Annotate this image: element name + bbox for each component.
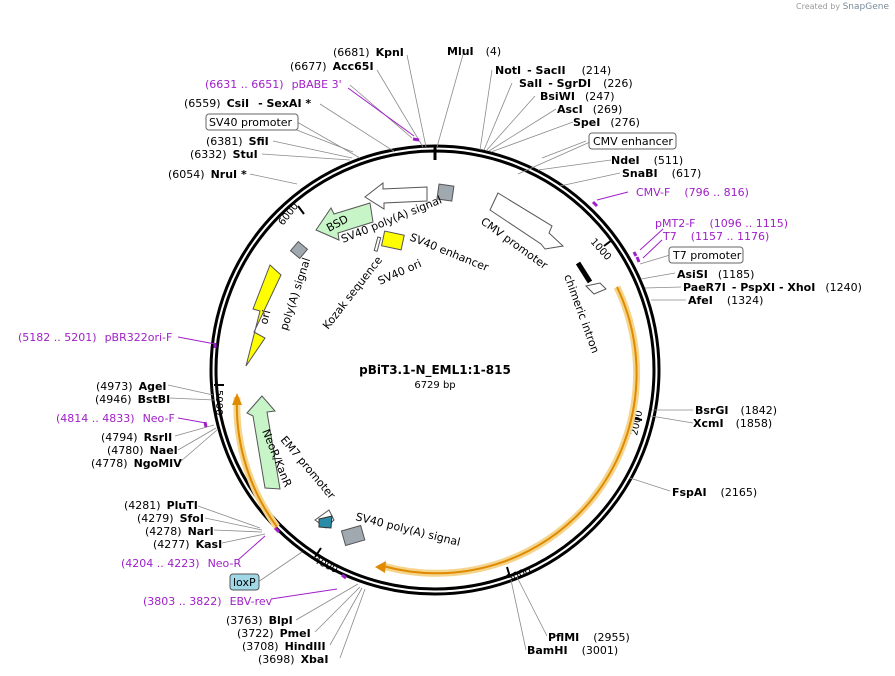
- snapgene-logo-text: SnapGene: [842, 2, 889, 12]
- sv40-polya-bottom-label: SV40 poly(A) signal: [354, 510, 461, 549]
- site-nari: (4278)NarI: [145, 525, 214, 538]
- site-bsrgi: BsrGI(1842): [695, 404, 777, 417]
- site-sali: SalI- SgrDI(226): [519, 77, 633, 90]
- site-xbai: (3698)XbaI: [258, 653, 328, 666]
- t7-promoter-box: [668, 246, 744, 264]
- site-asci: AscI(269): [557, 103, 622, 116]
- site-hindiii: (3708)HindIII: [242, 640, 326, 653]
- kozak-mark: [373, 236, 382, 252]
- site-xcmi: XcmI(1858): [693, 417, 772, 430]
- site-nrui: (6054)NruI *: [168, 168, 247, 181]
- sv40-promoter-label: SV40 promoter: [209, 116, 293, 129]
- grey-feature-top: [436, 183, 455, 202]
- neor-marker-arrow: [246, 395, 281, 490]
- chimeric-intron-mark: [575, 261, 593, 284]
- site-ndei: NdeI(511): [611, 154, 683, 167]
- site-kasi: (4277)KasI: [153, 538, 222, 551]
- primer-neo-f: (4814 .. 4833)Neo-F: [56, 412, 175, 425]
- site-asisi: AsiSI(1185): [677, 268, 754, 281]
- primer-marks: [203, 137, 641, 580]
- site-paer7i: PaeR7I- PspXI - XhoI(1240): [683, 281, 862, 294]
- sv40-polya-top-arrow: [364, 181, 428, 210]
- site-bsiwi: BsiWI(247): [540, 90, 615, 103]
- backbone-outer: [209, 144, 661, 596]
- primer-pbr322ori-f: (5182 .. 5201)pBR322ori-F: [18, 331, 172, 344]
- site-pflmi: PflMI(2955): [548, 631, 630, 644]
- plasmid-name: pBiT3.1-N_EML1:1-815: [359, 363, 511, 378]
- site-sfoi: (4279)SfoI: [137, 512, 204, 525]
- t7-promoter-label: T7 promoter: [672, 249, 742, 262]
- ori-label: ori: [257, 309, 273, 326]
- loxp-label: loxP: [233, 576, 256, 589]
- site-ngomiv: (4778)NgoMIV: [91, 457, 182, 470]
- primer-leaders: [177, 87, 664, 600]
- plasmid-size: 6729 bp: [414, 380, 455, 391]
- orf-arc-left-core: [235, 396, 278, 528]
- snapgene-branding: Created by SnapGene: [796, 2, 889, 12]
- sv40-ori-box: [380, 230, 405, 251]
- site-pluti: (4281)PluTI: [124, 499, 198, 512]
- site-snabi: SnaBI(617): [622, 167, 701, 180]
- site-agei: (4973)AgeI: [96, 380, 167, 393]
- site-rsrii: (4794)RsrII: [101, 431, 172, 444]
- loxp-box: [229, 573, 260, 591]
- created-by-text: Created by: [796, 2, 841, 11]
- site-spei: SpeI(276): [573, 116, 640, 129]
- primer-pbabe3: (6631 .. 6651)pBABE 3': [205, 78, 342, 91]
- primer-neo-r: (4204 .. 4223)Neo-R: [121, 557, 241, 570]
- site-sfii: (6381)SfiI: [206, 135, 269, 148]
- grey-feature-bottom: [340, 524, 366, 547]
- polya-signal-label: poly(A) signal: [277, 256, 313, 332]
- site-mlui: MluI(4): [447, 45, 501, 58]
- cmv-promoter-arrow: [489, 192, 565, 250]
- primer-pmt2-f: pMT2-F(1096 .. 1115): [655, 217, 788, 230]
- chimeric-intron-arrow: [584, 282, 607, 295]
- grey-feature-left: [289, 240, 309, 260]
- site-pmei: (3722)PmeI: [237, 627, 311, 640]
- site-afei: AfeI(1324): [688, 294, 763, 307]
- site-fspai: FspAI(2165): [672, 486, 757, 499]
- orf-arrow-right: [375, 561, 386, 573]
- ori-arrow: [245, 264, 282, 367]
- tick-label-1000: 1000: [588, 237, 613, 263]
- site-csii: (6559)CsiI- SexAI *: [184, 97, 311, 110]
- bsd-marker-arrow: [315, 202, 374, 241]
- site-acc65i: (6677)Acc65I: [290, 60, 374, 73]
- site-naei: (4780)NaeI: [107, 444, 178, 457]
- orf-arrow-left: [232, 393, 242, 405]
- sv40-promoter-box: [205, 113, 299, 131]
- primer-t7: T7(1157 .. 1176): [662, 230, 769, 243]
- site-kpni: (6681)KpnI: [333, 46, 404, 59]
- site-bstbi: (4946)BstBI: [95, 393, 170, 406]
- neor-orf-small: [318, 515, 333, 529]
- kozak-label: Kozak sequence: [320, 254, 385, 332]
- cmv-enhancer-box: [588, 132, 677, 150]
- site-blpi: (3763)BlpI: [226, 614, 293, 627]
- site-bamhi: BamHI(3001): [527, 644, 618, 657]
- leader-lines: [167, 50, 694, 659]
- site-stui: (6332)StuI: [190, 148, 258, 161]
- primer-cmv-f: CMV-F(796 .. 816): [636, 186, 749, 199]
- site-noti: NotI- SacII(214): [495, 64, 611, 77]
- tick-label-5000: 5000: [213, 390, 224, 415]
- primer-ebv-rev: (3803 .. 3822)EBV-rev: [143, 595, 273, 608]
- orf-arc-right-core: [382, 286, 638, 575]
- cmv-enhancer-label: CMV enhancer: [593, 135, 673, 148]
